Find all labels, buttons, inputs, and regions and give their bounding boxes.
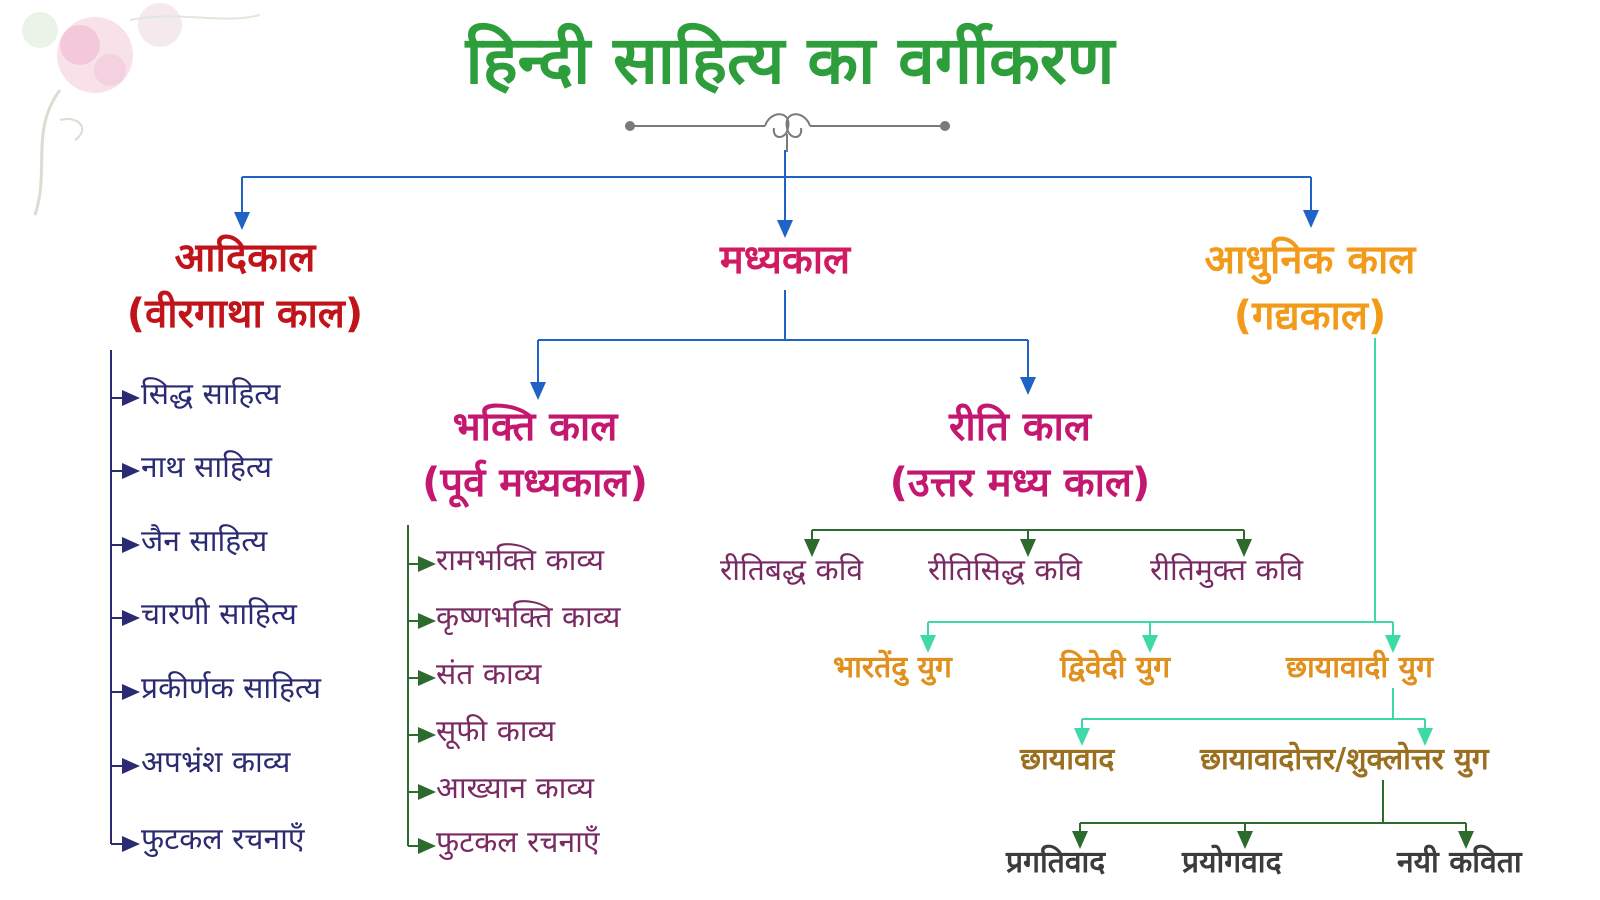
shuklottar-item: प्रयोगवाद <box>1182 845 1282 880</box>
adikal-item: अपभ्रंश काव्य <box>141 745 291 780</box>
riti-item: रीतिबद्ध कवि <box>720 553 864 588</box>
riti-item: रीतिसिद्ध कवि <box>928 553 1082 588</box>
adikal-item: नाथ साहित्य <box>141 450 272 485</box>
bhakti-item: रामभक्ति काव्य <box>436 543 605 578</box>
bhakti-item: सूफी काव्य <box>436 714 556 749</box>
shuklottar-item: नयी कविता <box>1397 845 1522 880</box>
riti-heading: रीति काल <box>948 404 1091 450</box>
adikal-item: जैन साहित्य <box>141 524 268 559</box>
riti-item: रीतिमुक्त कवि <box>1150 553 1304 588</box>
bhakti-subheading: (पूर्व मध्यकाल) <box>422 460 648 506</box>
floral-decoration <box>22 3 261 216</box>
adikal-subheading: (वीरगाथा काल) <box>126 291 364 337</box>
adikal-heading: आदिकाल <box>174 235 316 281</box>
bhakti-item: फुटकल रचनाएँ <box>436 825 600 860</box>
adhunik-yug: छायावादी युग <box>1286 650 1433 685</box>
madhyakal-heading: मध्यकाल <box>719 237 851 283</box>
riti-subheading: (उत्तर मध्य काल) <box>889 460 1151 506</box>
bhakti-item: आख्यान काव्य <box>436 771 595 806</box>
title-ornament <box>625 113 950 152</box>
chhayavadi-item: छायावाद <box>1020 742 1115 777</box>
chhayavadi-item: छायावादोत्तर/शुक्लोत्तर युग <box>1200 742 1489 777</box>
bhakti-item: कृष्णभक्ति काव्य <box>436 600 621 635</box>
shuklottar-item: प्रगतिवाद <box>1006 845 1106 880</box>
bhakti-item: संत काव्य <box>436 657 542 692</box>
adikal-item: फुटकल रचनाएँ <box>141 822 305 857</box>
bhakti-heading: भक्ति काल <box>452 404 618 450</box>
adhunik-heading: आधुनिक काल <box>1204 237 1416 283</box>
adikal-item: चारणी साहित्य <box>141 597 297 632</box>
adhunik-yug: द्विवेदी युग <box>1060 650 1171 685</box>
adikal-item: प्रकीर्णक साहित्य <box>141 671 321 706</box>
adhunik-yug: भारतेंदु युग <box>833 650 952 685</box>
adhunik-subheading: (गद्यकाल) <box>1233 293 1387 339</box>
page-title: हिन्दी साहित्य का वर्गीकरण <box>465 22 1115 99</box>
adikal-item: सिद्ध साहित्य <box>141 377 281 412</box>
